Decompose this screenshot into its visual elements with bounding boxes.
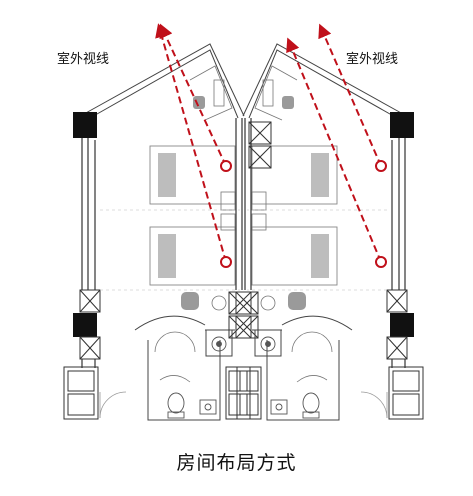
- diagram-caption: 房间布局方式: [176, 452, 297, 474]
- sightline-left-1-origin: [220, 256, 232, 268]
- outside-view-label-right: 室外视线: [346, 52, 399, 67]
- sightline-right-2-origin: [375, 160, 387, 172]
- room-unit-left: [63, 43, 259, 421]
- middle-cabinets: [248, 121, 272, 169]
- sightline-right-1: [286, 37, 382, 263]
- outside-view-label-left: 室外视线: [57, 52, 110, 67]
- sightline-left-2: [159, 23, 227, 167]
- sightline-right-2: [318, 23, 382, 167]
- sightline-left-1: [155, 23, 227, 263]
- sightline-right-1-origin: [375, 256, 387, 268]
- floor-plan-diagram: [63, 23, 424, 421]
- room-unit-right: [228, 43, 424, 421]
- sightline-left-2-origin: [220, 160, 232, 172]
- sightlines: [155, 23, 387, 268]
